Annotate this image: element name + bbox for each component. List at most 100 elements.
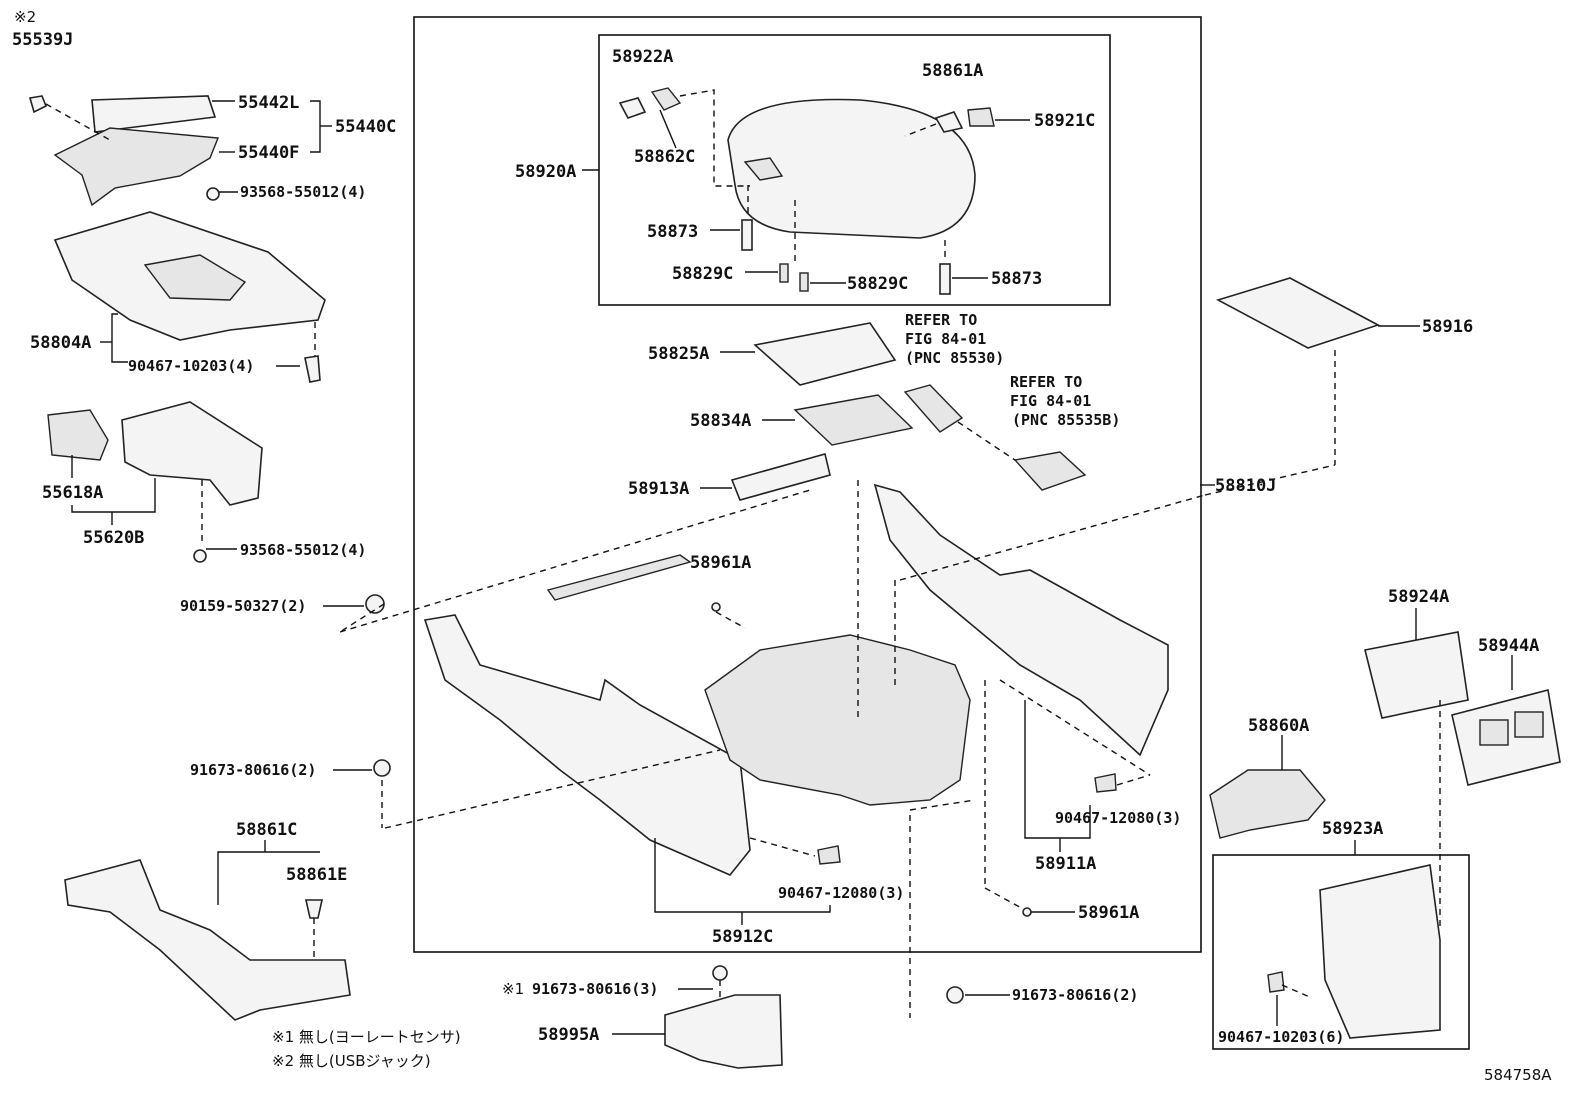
part-58961a-strip [546,554,692,601]
label-58834a: 58834A [690,411,751,431]
label-90467-12080-b: 90467-12080(3) [1055,809,1181,827]
panel-58923a-frame [1212,854,1470,1050]
label-55440c: 55440C [335,117,396,137]
part-55618a-shape [47,409,109,461]
ref2-line1: REFER TO [1010,373,1082,391]
clip-90467-10203-icon [1267,971,1285,993]
label-58924a: 58924A [1388,587,1449,607]
label-91673-3: 91673-80616(3) [532,980,658,998]
mark1-symbol: ※1 [502,980,524,998]
clip-55539j-shape [28,95,48,114]
part-55620b-shape [121,401,263,506]
label-58804a: 58804A [30,333,91,353]
part-58825a-shape [753,322,897,386]
part-58923a-shape [1319,864,1441,1039]
ref2-line3: (PNC 85535B) [1012,411,1120,429]
part-58860a-shape [1209,769,1326,839]
label-90467-10203-6: 90467-10203(6) [1218,1028,1344,1046]
label-58913a: 58913A [628,479,689,499]
label-58916: 58916 [1422,317,1473,337]
ref1-line2: FIG 84-01 [905,330,986,348]
part-58920a-shape [727,98,976,239]
label-58862c: 58862C [634,147,695,167]
left-fasteners [323,594,391,828]
part-58861c-shape [64,859,351,1021]
label-55440f: 55440F [238,143,299,163]
label-55620b: 55620B [83,528,144,548]
label-58810j: 58810J [1215,476,1276,496]
label-55618a: 55618A [42,483,103,503]
part-58862c-shape [650,87,682,111]
plug-58961a-icon [711,602,721,612]
part-58916-shape [1215,277,1381,349]
armrest-group [582,87,1030,295]
bolt-icon [946,986,964,1004]
figure-id: 584758A [1484,1066,1552,1084]
clip-icon [304,355,321,383]
label-58961a-b: 58961A [1078,903,1139,923]
label-58923a: 58923A [1322,819,1383,839]
part-58861a-shape [934,111,964,133]
part-58924a-shape [1364,631,1469,719]
console-body-group [339,350,1336,1018]
label-58995a: 58995A [538,1025,599,1045]
nut-icon [365,594,385,614]
clip-58861e-icon [305,899,323,919]
bolt-icon [373,759,391,777]
label-58911a: 58911A [1035,854,1096,874]
screw-icon [193,549,207,563]
usb-jack-85535b-icon [1013,451,1087,491]
label-58873-a: 58873 [647,222,698,242]
ref2-line2: FIG 84-01 [1010,392,1091,410]
label-55442l: 55442L [238,93,299,113]
label-58961a-a: 58961A [690,553,751,573]
upper-tray-group [28,95,332,207]
note-1: ※1 無し(ヨーレートセンサ) [272,1028,461,1046]
ref1-line3: (PNC 85530) [905,349,1004,367]
duct-58861c-group [64,840,351,1021]
plug-58961a-icon [1022,907,1032,917]
part-58921c-shape [967,107,995,127]
part-58912c-shape [423,614,751,876]
bolt-58873-icon [741,219,753,251]
label-58860a: 58860A [1248,716,1309,736]
label-93568-top: 93568-55012(4) [240,183,366,201]
screw-icon [206,187,220,201]
label-58861c: 58861C [236,820,297,840]
label-55539j: 55539J [12,30,73,50]
part-58834a-shape [793,394,914,446]
label-58912c: 58912C [712,927,773,947]
label-90159: 90159-50327(2) [180,597,306,615]
part-58995a-shape [664,994,783,1069]
part-58829c-icon [799,272,809,292]
labels: ※2 55539J 55442L 55440C 55440F 93568-550… [12,8,1552,1084]
center-bracket-shape [704,634,971,806]
box-55620b-group [47,401,263,563]
part-58913a-shape [730,453,831,501]
bolt-58873-icon [939,263,951,295]
part-55440f-shape [53,127,219,207]
label-58829c-a: 58829C [672,264,733,284]
label-58825a: 58825A [648,344,709,364]
label-93568-bottom: 93568-55012(4) [240,541,366,559]
console-top-panel-group [53,211,326,383]
bolt-icon [712,965,728,981]
clip-90467-12080-icon [817,845,841,865]
label-90467-12080-a: 90467-12080(3) [778,884,904,902]
part-58922a-shape [618,97,647,119]
socket-85530-icon [903,384,964,433]
part-58810j-shape [873,483,1169,757]
ref1-line1: REFER TO [905,311,977,329]
label-58944a: 58944A [1478,636,1539,656]
label-58861a: 58861A [922,61,983,81]
label-58861e: 58861E [286,865,347,885]
label-58829c-b: 58829C [847,274,908,294]
clip-90467-12080-icon [1094,773,1117,793]
label-91673-left: 91673-80616(2) [190,761,316,779]
part-55442l-shape [91,95,217,133]
label-91673-right: 91673-80616(2) [1012,986,1138,1004]
label-58920a: 58920A [515,162,576,182]
part-58829c-icon [779,263,789,283]
label-58921c: 58921C [1034,111,1095,131]
